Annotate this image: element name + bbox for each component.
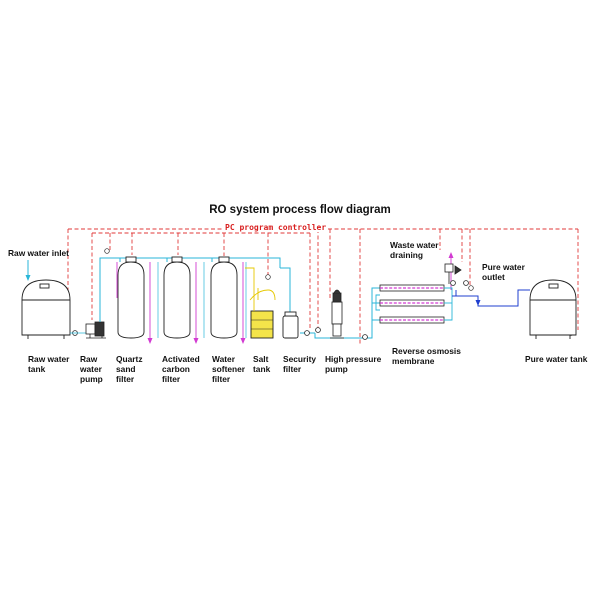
quartz-sand-filter-vessel: [117, 256, 145, 339]
security-filter-vessel: [282, 311, 299, 339]
ro-interconnect: [375, 287, 453, 321]
label-high-pressure-pump: High pressure pump: [325, 354, 382, 374]
ro-membrane-modules: [379, 284, 445, 324]
label-security-filter: Security filter: [283, 354, 317, 374]
label-water-softener-filter: Water softener filter: [212, 354, 246, 384]
label-reverse-osmosis-membrane: Reverse osmosis membrane: [392, 346, 461, 366]
label-pure-water-tank: Pure water tank: [525, 354, 588, 364]
label-activated-carbon-filter: Activated carbon filter: [162, 354, 200, 384]
brine-line: [245, 267, 255, 311]
diagram-title: RO system process flow diagram: [209, 204, 391, 216]
label-raw-water-pump: Raw water pump: [80, 354, 103, 384]
salt-tank: [249, 288, 276, 339]
raw-water-pump: [85, 321, 106, 339]
label-waste-water-draining: Waste water draining: [390, 240, 439, 260]
water-softener-filter-vessel: [210, 256, 238, 339]
control-wiring: [67, 228, 579, 345]
label-raw-water-inlet: Raw water inlet: [8, 248, 69, 258]
pure-water-piping: [452, 289, 530, 307]
waste-arrows: [147, 252, 454, 344]
high-pressure-pump: [330, 289, 344, 339]
label-salt-tank: Salt tank: [253, 354, 271, 374]
raw-water-inlet-pipe: [25, 260, 31, 281]
label-raw-water-tank: Raw water tank: [28, 354, 70, 374]
waste-valve-assembly: [444, 263, 462, 284]
raw-tank-valve-icon: [70, 330, 88, 336]
pure-water-tank: [529, 279, 577, 339]
pure-water-arrow: [475, 300, 481, 306]
pc-program-controller-label: PC program controller: [224, 223, 328, 232]
activated-carbon-filter-vessel: [163, 256, 191, 339]
label-quartz-sand-filter: Quartz sand filter: [116, 354, 143, 384]
gauge-icons: [104, 248, 474, 291]
label-pure-water-outlet: Pure water outlet: [482, 262, 525, 282]
raw-water-tank: [21, 279, 71, 339]
filter-bypass-lines: [157, 262, 247, 338]
waste-drain-lines: [116, 258, 452, 342]
